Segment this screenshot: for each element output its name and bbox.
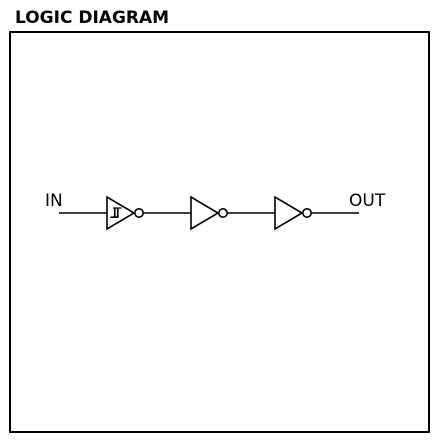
inverter-gate-2	[190, 195, 229, 231]
inverter-triangle-2	[190, 195, 220, 231]
inverter-triangle-3	[274, 195, 304, 231]
inversion-bubble-2	[218, 208, 229, 219]
inversion-bubble-1	[134, 208, 145, 219]
inversion-bubble-3	[301, 208, 312, 219]
schmitt-inverter-gate-1	[106, 195, 145, 231]
diagram-title: LOGIC DIAGRAM	[15, 8, 170, 28]
diagram-frame	[9, 31, 430, 433]
inverter-gate-3	[274, 195, 312, 231]
schmitt-trigger-icon	[111, 207, 120, 218]
output-label: OUT	[349, 191, 386, 211]
hysteresis-icon	[110, 207, 122, 219]
inverter-triangle-1	[106, 195, 136, 231]
input-label: IN	[45, 191, 63, 211]
